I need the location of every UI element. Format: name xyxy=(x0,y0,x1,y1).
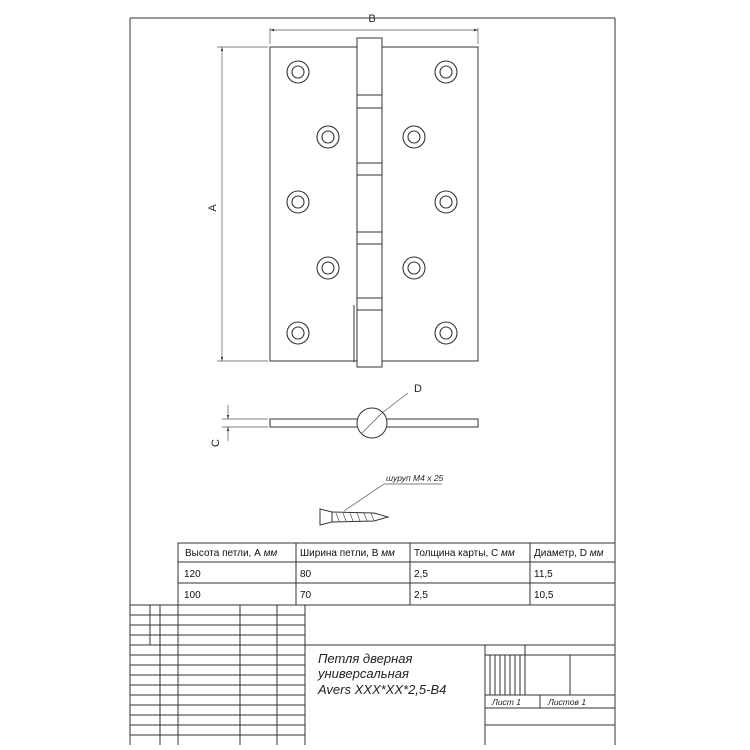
hinge-knuckle xyxy=(356,37,383,368)
dimension-b-label: B xyxy=(368,13,375,25)
dimension-table: Высота петли, А мм Ширина петли, В мм То… xyxy=(177,542,616,606)
screw-hole xyxy=(316,125,340,149)
dimension-c-label: C xyxy=(210,439,222,447)
dimension-a: A xyxy=(207,46,268,362)
dimension-b: B xyxy=(269,13,479,44)
hinge-side-view: D C xyxy=(210,383,479,447)
screw-hole xyxy=(402,256,426,280)
sheets-label: Листов 1 xyxy=(547,697,586,707)
header-diameter: Диаметр, D мм xyxy=(534,548,604,559)
title-line-3: Avers XXX*XX*2,5-B4 xyxy=(317,682,446,697)
table-cell: 80 xyxy=(300,569,312,580)
table-cell: 120 xyxy=(184,569,201,580)
screw-hole xyxy=(402,125,426,149)
hinge-front-view xyxy=(269,37,479,368)
header-height: Высота петли, А мм xyxy=(185,548,277,559)
screw-label: шуруп М4 x 25 xyxy=(386,473,444,483)
dimension-a-label: A xyxy=(207,204,219,212)
header-width: Ширина петли, В мм xyxy=(300,548,395,559)
sheet-label: Лист 1 xyxy=(491,697,521,707)
screw-hole xyxy=(286,190,310,214)
table-cell: 11,5 xyxy=(534,569,553,580)
table-cell: 10,5 xyxy=(534,590,554,601)
screw-hole xyxy=(286,321,310,345)
screw-hole xyxy=(316,256,340,280)
table-cell: 2,5 xyxy=(414,569,428,580)
title-block: Петля дверная универсальная Avers XXX*XX… xyxy=(130,604,615,745)
table-cell: 2,5 xyxy=(414,590,428,601)
screw-hole xyxy=(286,60,310,84)
title-line-2: универсальная xyxy=(317,666,409,681)
screw-hole xyxy=(434,321,458,345)
table-cell: 100 xyxy=(184,590,201,601)
knuckle-segment-lines xyxy=(353,94,382,362)
screw-holes xyxy=(286,60,458,345)
dimension-d-label: D xyxy=(414,383,422,395)
sheet-frame xyxy=(129,17,616,745)
screw-drawing: шуруп М4 x 25 xyxy=(319,473,444,526)
screw-hole xyxy=(434,60,458,84)
title-line-1: Петля дверная xyxy=(318,651,412,666)
table-cell: 70 xyxy=(300,590,312,601)
header-thickness: Толщина карты, С мм xyxy=(414,548,515,559)
screw-hole xyxy=(434,190,458,214)
